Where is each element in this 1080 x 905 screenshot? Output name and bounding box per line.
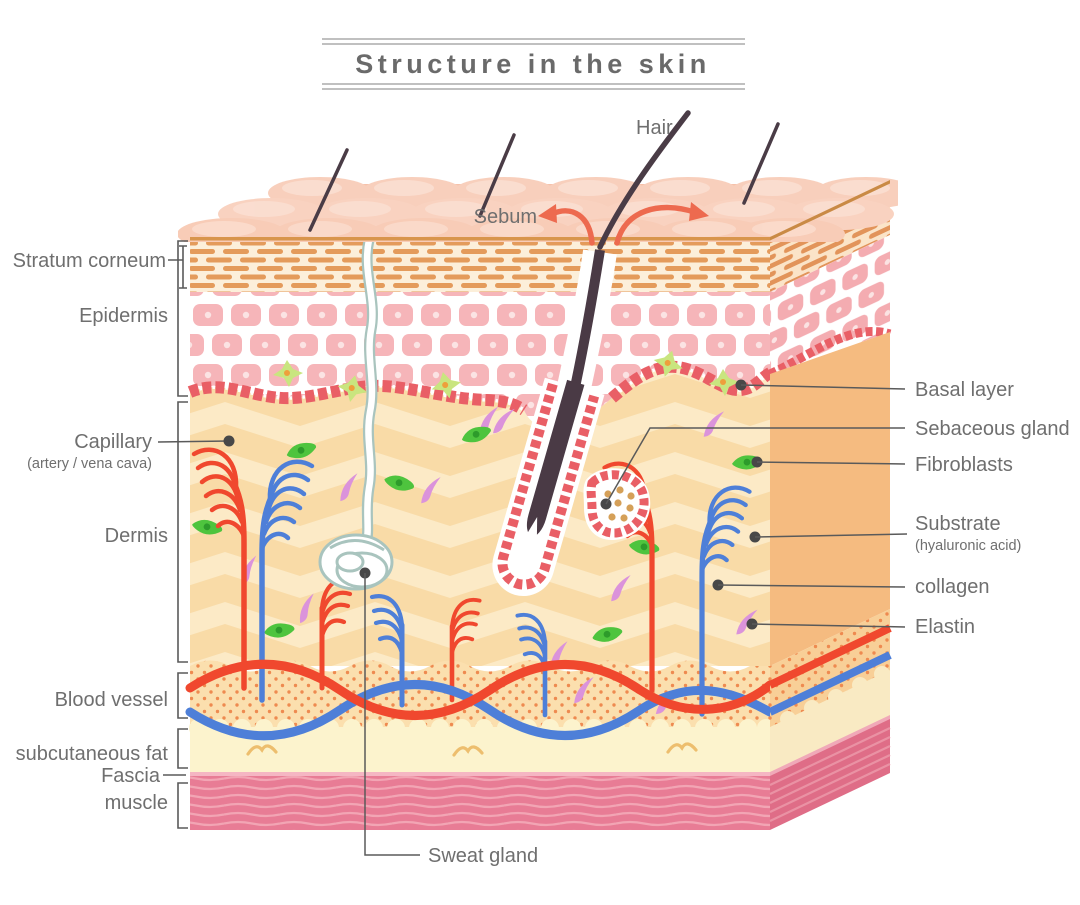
label-elastin-group: Elastin	[746, 616, 975, 638]
sweat-gland-coil	[318, 533, 394, 591]
title-block: Structure in the skin	[322, 38, 745, 90]
skin-block-front-face	[185, 234, 775, 830]
page-title: Structure in the skin	[355, 49, 711, 79]
label-subcutaneous-fat: subcutaneous fat	[16, 743, 169, 765]
fascia-layer	[190, 772, 770, 777]
hairs	[308, 110, 780, 250]
subcutaneous-fat-layer	[189, 719, 775, 773]
sebaceous-gland	[583, 468, 651, 541]
epidermis-layer	[190, 292, 770, 429]
skin-block-side-face	[768, 180, 892, 830]
label-sweat-gland-group: Sweat gland	[359, 567, 538, 867]
label-epidermis-group: Epidermis	[79, 240, 188, 397]
label-dermis-group: Dermis	[105, 401, 188, 663]
stratum-corneum-layer	[190, 240, 770, 292]
label-blood-vessel-group: Blood vessel	[55, 672, 188, 719]
label-dermis: Dermis	[105, 525, 168, 547]
label-fascia: Fascia	[101, 765, 161, 787]
label-muscle-group: muscle	[105, 782, 188, 829]
blood-vessels	[185, 659, 775, 741]
label-capillary-sub: (artery / vena cava)	[27, 456, 152, 472]
label-capillary: Capillary	[74, 431, 152, 453]
label-epidermis: Epidermis	[79, 305, 168, 327]
label-elastin: Elastin	[915, 616, 975, 638]
label-stratum-corneum-group: Stratum corneum	[13, 245, 187, 289]
label-collagen: collagen	[915, 576, 990, 598]
label-basal-layer-group: Basal layer	[735, 379, 1014, 401]
label-fibroblasts-group: Fibroblasts	[751, 454, 1013, 476]
skin-surface-line-side	[770, 180, 890, 241]
muscle-layer	[190, 776, 770, 830]
label-sebaceous-gland-group: Sebaceous gland	[600, 418, 1070, 510]
label-sebum: Sebum	[474, 206, 537, 228]
label-stratum-corneum: Stratum corneum	[13, 250, 166, 272]
hair-follicle	[492, 249, 617, 596]
label-collagen-group: collagen	[712, 576, 990, 598]
skin-surface-line	[190, 237, 770, 241]
label-muscle: muscle	[105, 792, 168, 814]
label-hair: Hair	[636, 117, 673, 139]
label-substrate-group: Substrate (hyaluronic acid)	[749, 513, 1021, 554]
hair-shaft	[597, 110, 691, 250]
label-basal-layer: Basal layer	[915, 379, 1014, 401]
label-subcutaneous-fat-group: subcutaneous fat	[16, 728, 188, 769]
sebum-arrows	[538, 202, 709, 246]
sweat-duct	[360, 234, 378, 551]
label-fascia-group: Fascia	[101, 765, 186, 787]
label-fibroblasts: Fibroblasts	[915, 454, 1013, 476]
label-sweat-gland: Sweat gland	[428, 845, 538, 867]
annotation-layer: Hair Sebum Stratum corneum Epidermis Cap…	[13, 117, 1070, 867]
label-substrate: Substrate	[915, 513, 1001, 535]
label-substrate-sub: (hyaluronic acid)	[915, 538, 1021, 554]
label-sebaceous-gland: Sebaceous gland	[915, 418, 1070, 440]
label-blood-vessel: Blood vessel	[55, 689, 168, 711]
label-capillary-group: Capillary (artery / vena cava)	[27, 431, 235, 472]
basal-layer-cells	[187, 360, 774, 416]
